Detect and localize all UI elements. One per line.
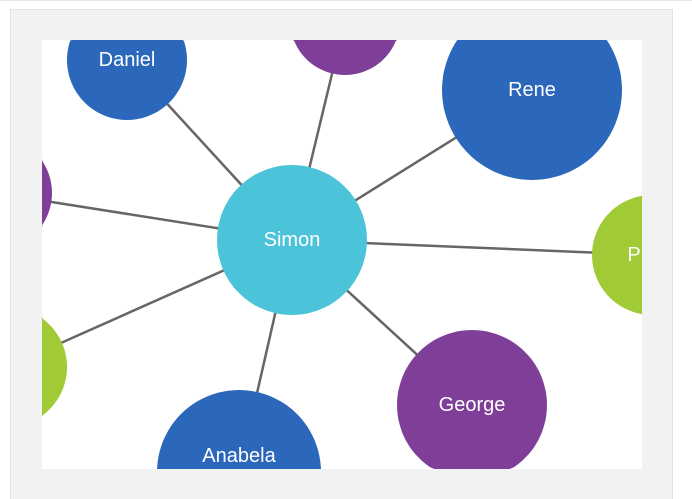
- node-simon-center[interactable]: Simon: [217, 165, 367, 315]
- node-rene[interactable]: Rene: [442, 40, 622, 180]
- node-circle[interactable]: [592, 195, 642, 315]
- node-label: Daniel: [99, 49, 156, 71]
- node-circle[interactable]: [217, 165, 367, 315]
- top-divider: [0, 0, 692, 1]
- node-label: George: [439, 394, 506, 416]
- node-circle[interactable]: [42, 307, 67, 427]
- node-unnamed[interactable]: [290, 40, 400, 75]
- node-circle[interactable]: [442, 40, 622, 180]
- node-anabela[interactable]: Anabela: [157, 390, 321, 469]
- node-daniel[interactable]: Daniel: [67, 40, 187, 120]
- node-label: Simon: [264, 229, 321, 251]
- node-unnamed[interactable]: [42, 136, 52, 250]
- node-circle[interactable]: [397, 330, 547, 469]
- node-label: Rene: [508, 79, 556, 101]
- node-circle[interactable]: [157, 390, 321, 469]
- node-label: P: [627, 244, 640, 266]
- node-unnamed[interactable]: [42, 307, 67, 427]
- node-p[interactable]: P: [592, 195, 642, 315]
- node-circle[interactable]: [42, 136, 52, 250]
- node-circle[interactable]: [67, 40, 187, 120]
- node-george[interactable]: George: [397, 330, 547, 469]
- node-label: Anabela: [202, 445, 276, 467]
- node-circle[interactable]: [290, 40, 400, 75]
